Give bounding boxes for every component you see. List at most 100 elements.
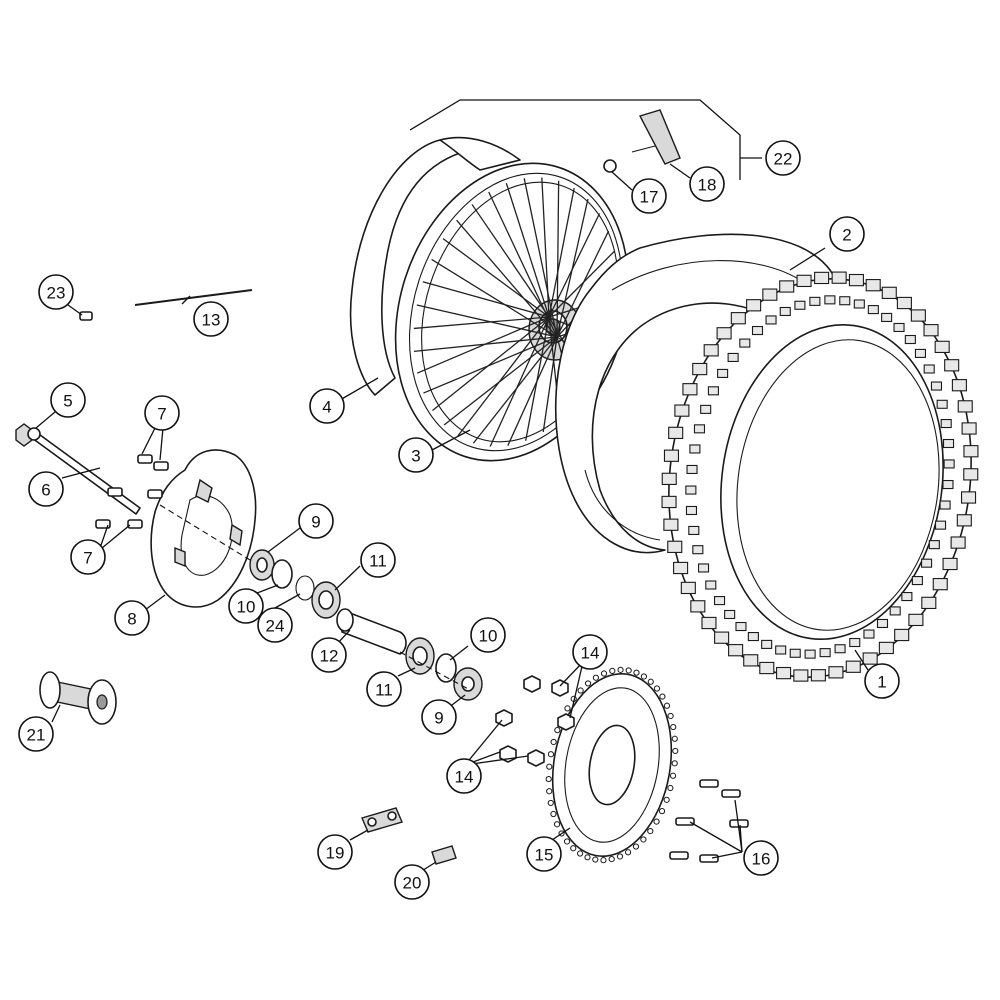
sprocket-tooth	[647, 827, 654, 835]
spoke-line	[423, 336, 558, 394]
callout-label: 10	[479, 627, 498, 646]
tire-knob	[661, 495, 677, 509]
tire	[661, 271, 979, 682]
tire-knob	[716, 327, 732, 340]
tire-knob	[668, 426, 684, 440]
callout-label: 8	[127, 610, 136, 629]
sprocket-tooth	[663, 796, 670, 803]
callout-label: 2	[842, 226, 851, 245]
callout-circle	[311, 637, 347, 673]
tire-knob	[881, 312, 893, 323]
callout-13: 13	[193, 301, 229, 337]
tire-knob	[934, 340, 950, 354]
tire-knob	[686, 464, 698, 475]
tire-knob	[674, 404, 690, 417]
sprocket-tooth	[671, 735, 678, 742]
sprocket-tooth	[563, 838, 571, 845]
tire-knob	[819, 648, 831, 658]
callout-circle	[446, 758, 482, 794]
callout-circle	[228, 588, 264, 624]
sprocket-tooth	[616, 853, 624, 860]
callout-18: 18	[689, 166, 725, 202]
tire-knob	[942, 438, 955, 449]
spoke-line	[541, 177, 550, 318]
spoke-line	[507, 336, 558, 446]
callout-10a: 10	[228, 588, 264, 624]
sprocket-tooth	[592, 674, 600, 681]
callout-19: 19	[317, 834, 353, 870]
sprocket-tooth	[617, 666, 624, 673]
callout-label: 18	[698, 176, 717, 195]
tire-knob	[690, 600, 706, 613]
tire-knob	[956, 514, 972, 527]
sprocket-tooth	[667, 784, 674, 792]
sprocket-tooth	[553, 821, 561, 828]
spoke-line	[456, 219, 558, 338]
callout-circle	[317, 834, 353, 870]
callout-circle	[743, 840, 779, 876]
sprocket-tooth	[658, 808, 666, 815]
sprocket-tooth	[640, 836, 647, 843]
callout-7b: 7	[70, 539, 106, 575]
callout-label: 20	[403, 874, 422, 893]
tire-knob	[960, 491, 977, 504]
tire-knob	[809, 296, 821, 306]
tire-knob	[930, 381, 943, 391]
sprocket-tooth	[550, 810, 557, 818]
tire-knob	[951, 379, 967, 392]
spoke-line	[413, 316, 550, 330]
tire-knob	[839, 296, 851, 306]
callout-circle	[398, 437, 434, 473]
sprocket-nuts	[495, 675, 575, 767]
callout-22: 22	[765, 140, 801, 176]
tire-knob	[724, 609, 736, 620]
sprocket-bolts	[669, 779, 749, 863]
sprocket-tooth	[547, 799, 554, 807]
spoke-line	[488, 191, 558, 338]
callout-circle	[144, 395, 180, 431]
callout-11b: 11	[366, 671, 402, 707]
callout-circle	[864, 663, 900, 699]
spoke-line	[556, 180, 560, 338]
sprocket-tooth	[592, 856, 599, 863]
tire-knob	[934, 520, 947, 530]
callout-circle	[689, 166, 725, 202]
tire-knob	[775, 645, 787, 655]
callout-circle	[50, 382, 86, 418]
tire-knob	[911, 576, 923, 586]
tire-knob	[921, 596, 937, 610]
tire-knob	[751, 325, 764, 336]
tire-knob	[717, 368, 729, 378]
tire-knob	[692, 362, 708, 376]
tire-knob	[828, 666, 844, 679]
tire-knob	[703, 344, 719, 357]
tire-knob	[789, 648, 801, 658]
callout-12: 12	[311, 637, 347, 673]
callout-label: 4	[322, 398, 331, 417]
spoke-line	[457, 316, 550, 437]
callout-24: 24	[257, 607, 293, 643]
tire-knob	[928, 540, 940, 550]
callout-20: 20	[394, 864, 430, 900]
spoke-line	[432, 316, 550, 412]
tire-knob	[761, 639, 773, 649]
callout-15: 15	[526, 836, 562, 872]
spoke-line	[413, 336, 558, 353]
callout-circle	[309, 388, 345, 424]
tire-knob	[762, 288, 778, 301]
rim-band	[349, 136, 521, 396]
tire-knob	[876, 618, 889, 629]
tire-knob	[921, 558, 933, 568]
callout-14a: 14	[572, 634, 608, 670]
sprocket-tooth	[653, 685, 661, 692]
callout-circle	[257, 607, 293, 643]
sprocket-tooth	[672, 747, 679, 755]
callout-label: 10	[237, 598, 256, 617]
callout-label: 14	[581, 644, 600, 663]
spoke-line	[548, 187, 575, 318]
disc-bolts	[95, 454, 169, 529]
tire-knob	[746, 299, 762, 312]
sprocket-tooth	[653, 818, 660, 825]
tire-knob	[881, 286, 897, 300]
tire-knob	[779, 306, 791, 317]
